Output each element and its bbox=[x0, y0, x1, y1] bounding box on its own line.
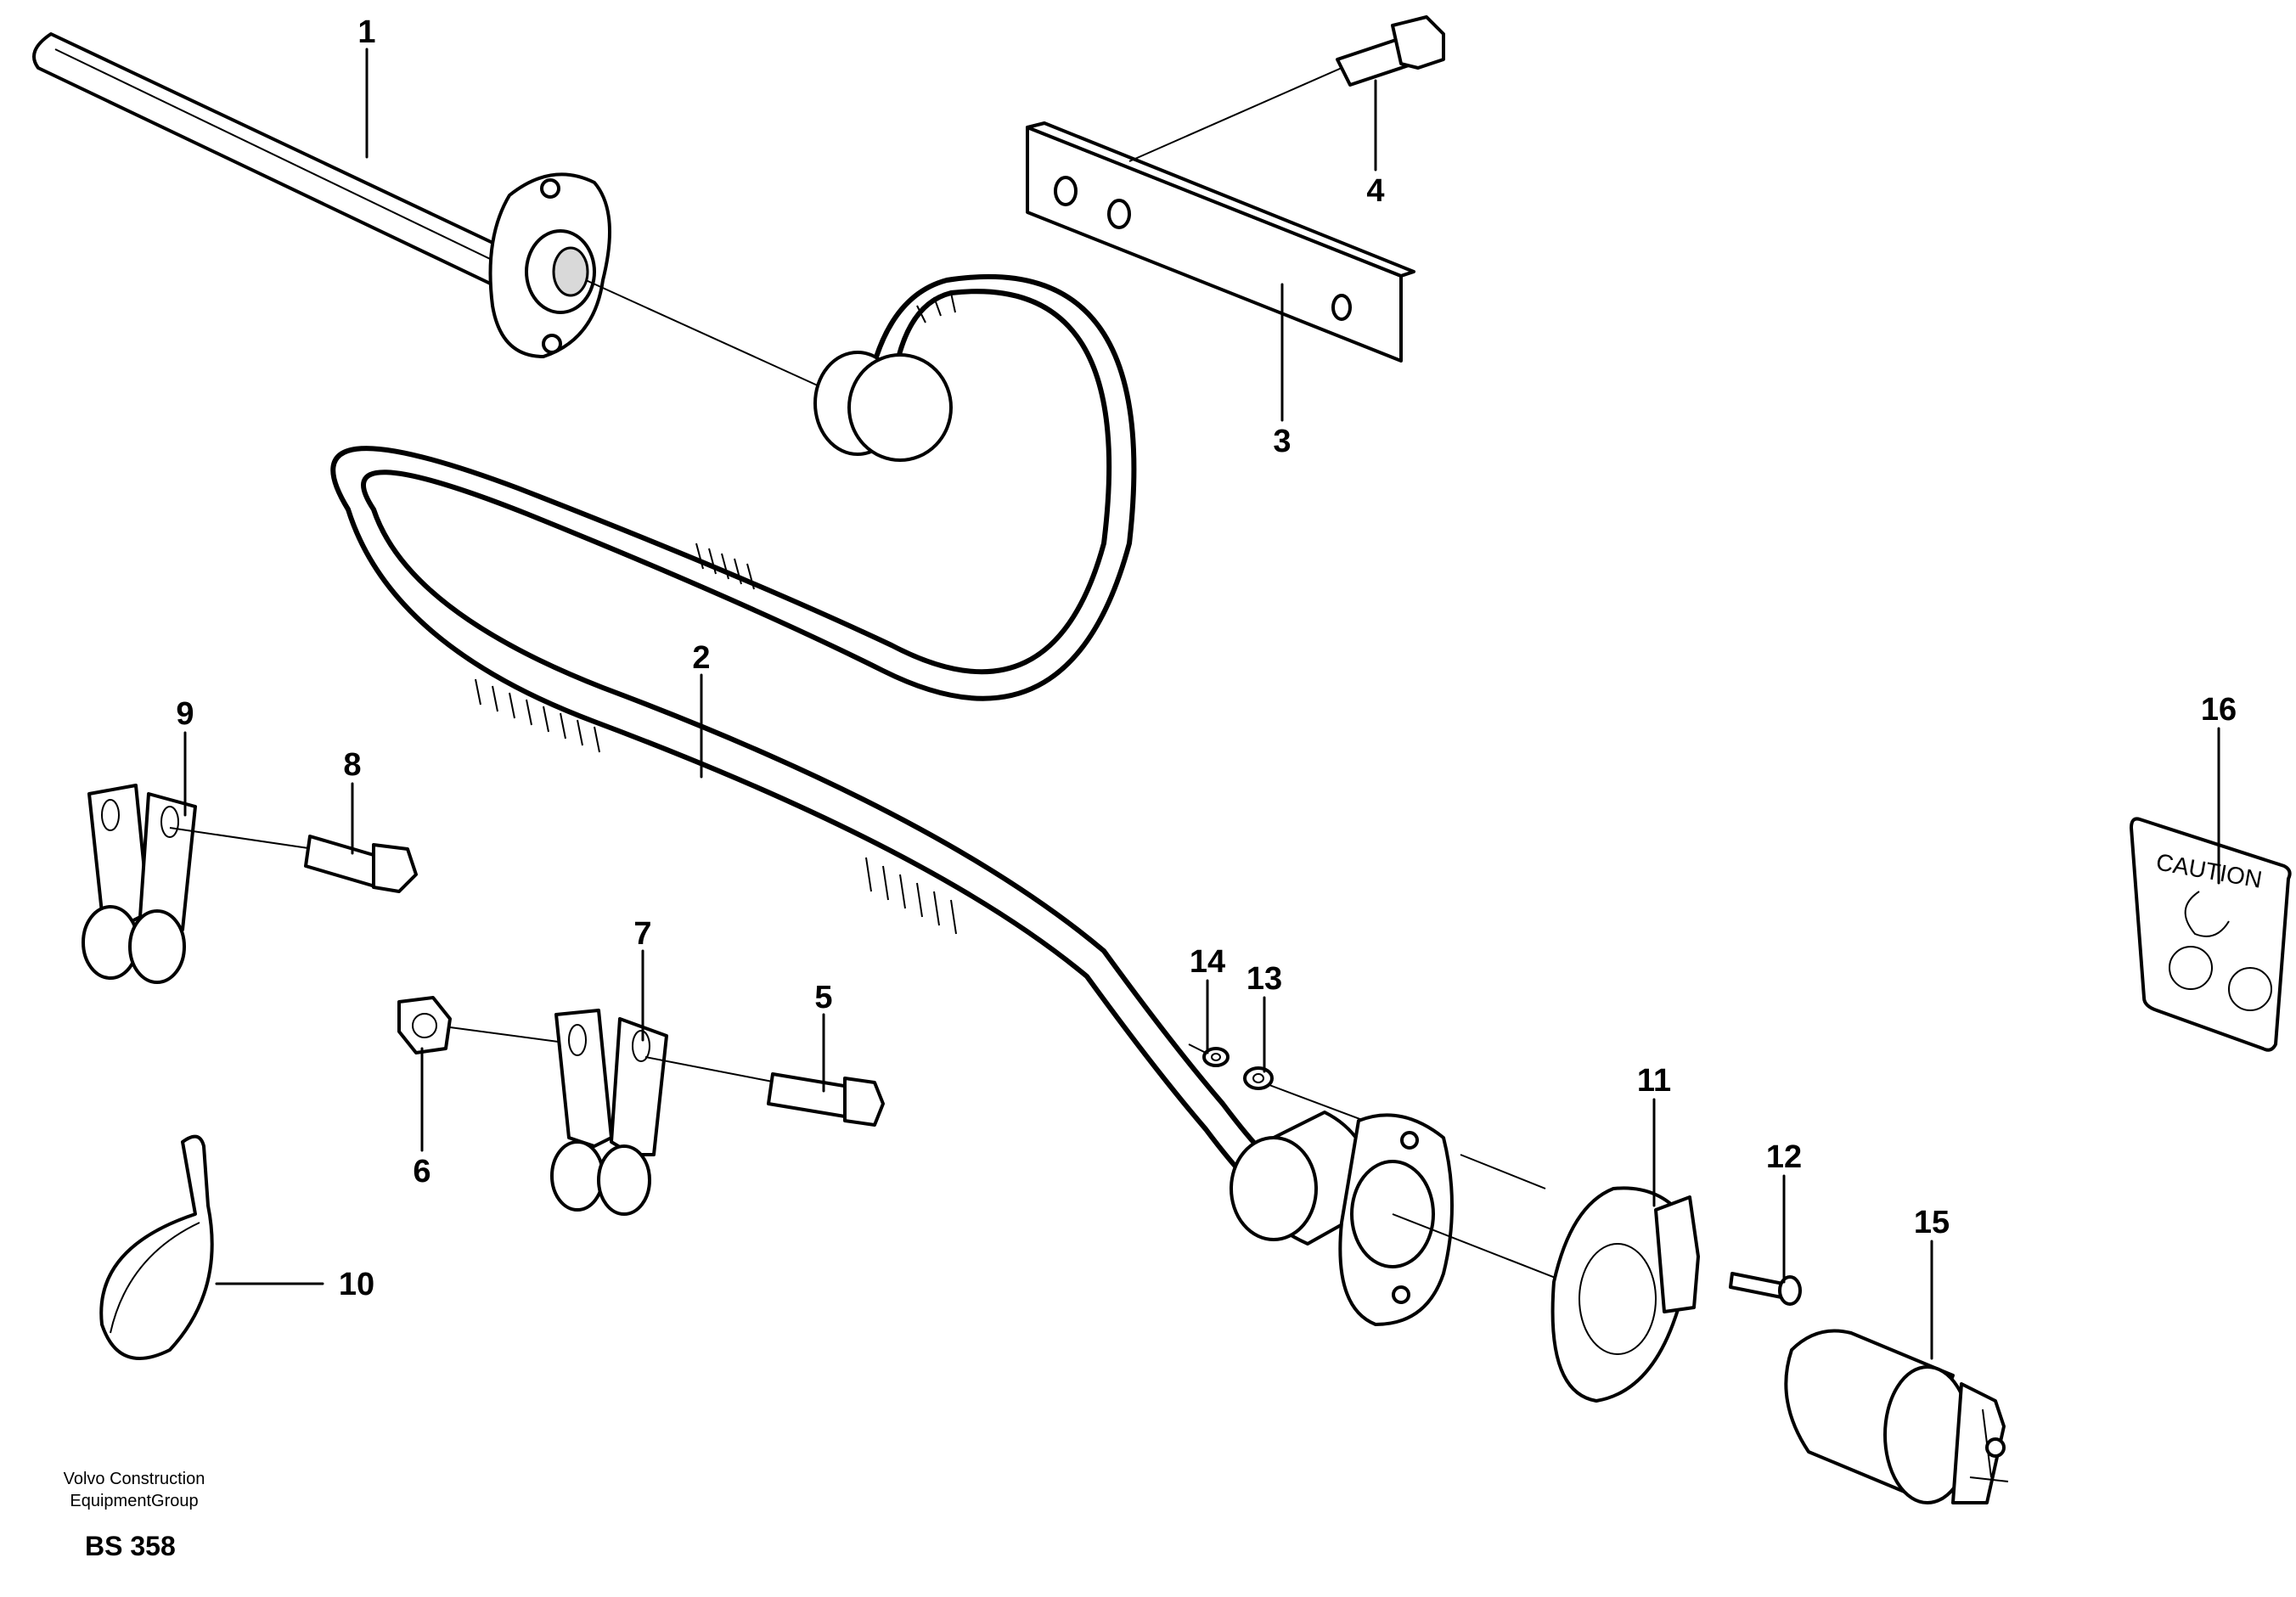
callout-8: 8 bbox=[343, 747, 361, 783]
callout-2: 2 bbox=[692, 640, 710, 676]
bolt-part-8 bbox=[304, 835, 418, 893]
footer: Volvo Construction EquipmentGroup BS 358 bbox=[64, 1470, 205, 1561]
drawing-code: BS 358 bbox=[85, 1531, 176, 1561]
callout-6: 6 bbox=[413, 1154, 430, 1189]
callout-10: 10 bbox=[339, 1267, 374, 1302]
connector-line-nut-clamp7 bbox=[449, 1026, 578, 1045]
callout-5: 5 bbox=[814, 980, 832, 1015]
cable-part-2 bbox=[330, 274, 1268, 1183]
washer-part-14 bbox=[1202, 1047, 1230, 1067]
leader-lines bbox=[183, 48, 2220, 1360]
clamp-part-9 bbox=[82, 784, 197, 984]
connector-line-clamp7-bolt5 bbox=[644, 1056, 778, 1083]
connector-line-bolt-bracket bbox=[1128, 67, 1342, 162]
callout-14: 14 bbox=[1190, 944, 1225, 980]
callout-13: 13 bbox=[1246, 961, 1282, 997]
callout-11: 11 bbox=[1637, 1063, 1671, 1099]
cable-tie-part-10 bbox=[99, 1134, 214, 1360]
plug-part-15 bbox=[1784, 1329, 2009, 1504]
company-name-line1: Volvo Construction bbox=[64, 1470, 205, 1488]
connector-line-clamp9-bolt8 bbox=[169, 827, 315, 850]
company-name-line2: EquipmentGroup bbox=[70, 1492, 198, 1510]
caution-decal-part-16: CAUTION bbox=[2130, 817, 2292, 1052]
heater-element-part-1 bbox=[32, 32, 611, 358]
callout-9: 9 bbox=[176, 696, 194, 732]
socket-cover-part-11 bbox=[1550, 1186, 1700, 1403]
bracket-part-3 bbox=[1026, 121, 1415, 363]
callout-labels: 1 2 3 4 5 6 7 8 9 10 11 12 13 14 15 16 bbox=[176, 14, 2237, 1302]
connector-line-rod-hose bbox=[585, 279, 820, 387]
socket-housing bbox=[1230, 1111, 1454, 1326]
callout-1: 1 bbox=[357, 14, 375, 50]
bolt-part-4 bbox=[1336, 15, 1445, 87]
callout-4: 4 bbox=[1366, 173, 1384, 209]
callout-3: 3 bbox=[1273, 424, 1291, 459]
screw-part-12 bbox=[1729, 1272, 1802, 1306]
callout-15: 15 bbox=[1914, 1205, 1950, 1240]
bolt-part-5 bbox=[767, 1072, 885, 1127]
clamp-part-7 bbox=[550, 1009, 668, 1216]
callout-12: 12 bbox=[1766, 1139, 1802, 1175]
nut-part-6 bbox=[397, 996, 452, 1054]
callout-7: 7 bbox=[633, 916, 651, 952]
washer-part-13 bbox=[1243, 1066, 1274, 1090]
callout-16: 16 bbox=[2201, 692, 2237, 728]
